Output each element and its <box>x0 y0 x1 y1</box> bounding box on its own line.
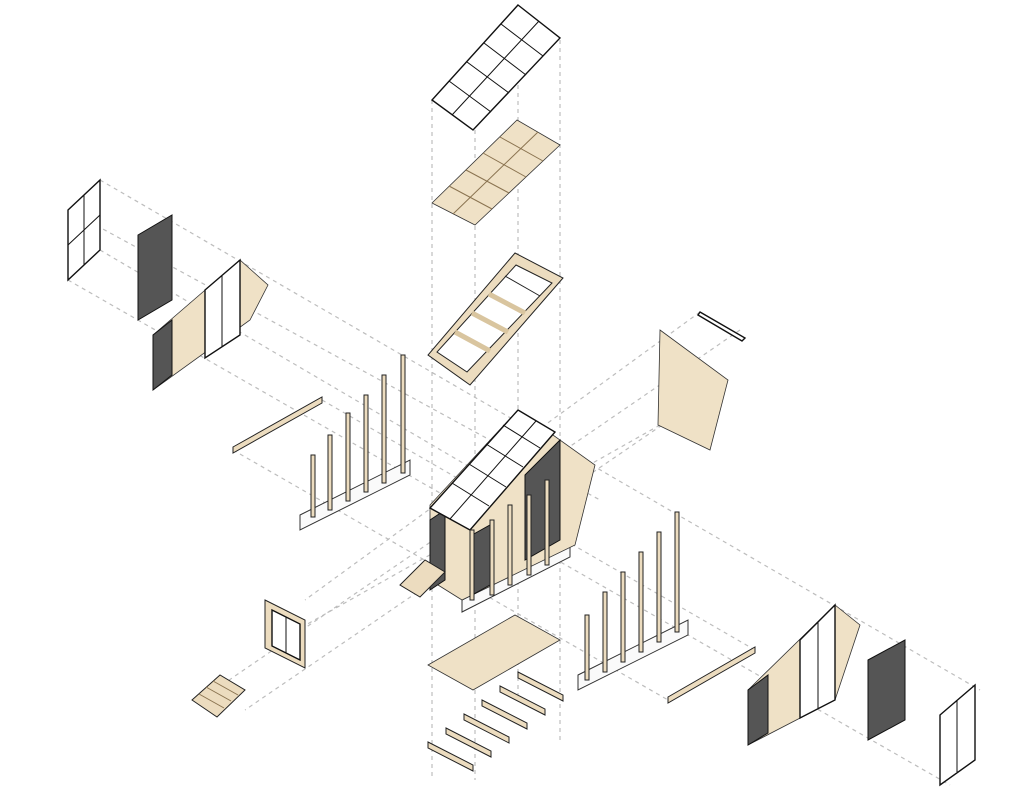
left-posts-foundation <box>299 354 411 531</box>
roof-sheathing-panels <box>431 119 561 226</box>
left-cladding-frame <box>67 178 101 282</box>
solar-panel-array <box>430 4 562 131</box>
right-end-wall-panel <box>657 329 729 451</box>
right-beam <box>667 646 756 704</box>
assembled-cabin <box>399 409 596 613</box>
floor-panel <box>427 614 561 691</box>
left-mesh-panel <box>137 214 173 321</box>
entry-stairs <box>191 674 246 718</box>
roof-frame <box>427 252 564 386</box>
floor-joists <box>427 671 564 772</box>
right-mesh-panel <box>867 639 906 741</box>
left-wall-assembly <box>152 258 269 392</box>
right-cladding-frame <box>939 683 976 787</box>
right-posts-foundation <box>577 511 689 691</box>
right-glass-strip <box>697 311 747 342</box>
door-frame <box>264 599 306 669</box>
left-beam <box>232 396 323 454</box>
right-wall-assembly <box>747 603 861 746</box>
